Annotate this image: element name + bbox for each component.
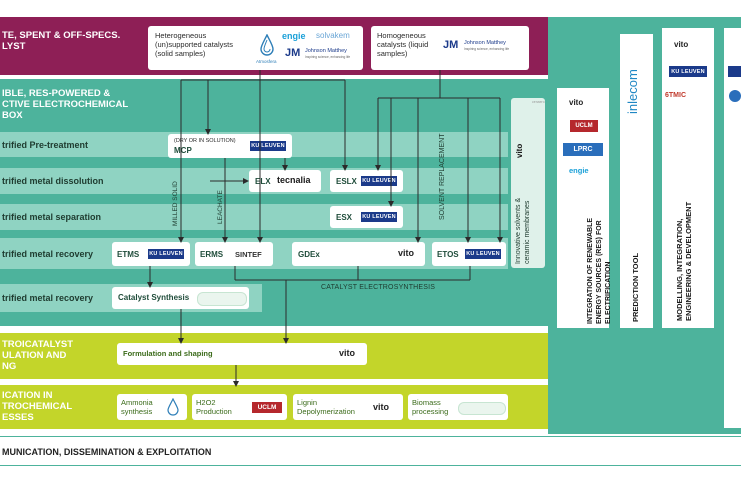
uclm-logo-col1: UCLM — [570, 120, 598, 132]
gdex-box: GDEx vito — [292, 242, 425, 266]
catalyst-electrosynthesis-label: CATALYST ELECTROSYNTHESIS — [321, 284, 436, 291]
vito-logo-gdex: vito — [398, 248, 415, 258]
6tmic-logo: 6TMIC — [665, 92, 686, 99]
h2o2-label: H2O2 Production — [196, 398, 232, 416]
homogeneous-label: Homogeneous catalysts (liquid samples) — [377, 31, 429, 58]
vito-logo-col1: vito — [569, 98, 584, 107]
atmosfera-text: Atmosfera — [256, 59, 277, 64]
lignin-box: Lignin Depolymerization vito — [293, 394, 403, 420]
ku-leuven-logo-mcp: KU LEUVEN — [250, 141, 286, 151]
uclm-logo-application: UCLM — [252, 402, 282, 413]
eslx-box: ESLX KU LEUVEN — [330, 170, 403, 192]
formulation-section-title: TROICATALYST ULATION AND NG — [2, 339, 74, 372]
lignin-label: Lignin Depolymerization — [297, 398, 355, 416]
vito-logo-formulation: vito — [339, 348, 356, 358]
ku-leuven-logo-col3: KU LEUVEN — [669, 66, 707, 77]
jm-logo-2: JM — [443, 39, 459, 51]
mcp-box: (DRY OR IN SOLUTION) MCP KU LEUVEN — [168, 134, 292, 158]
leachate-label: LEACHATE — [217, 190, 224, 224]
ku-leuven-logo-esx: KU LEUVEN — [361, 212, 397, 222]
toolbox-section-title: IBLE, RES-POWERED & CTIVE ELECTROCHEMICA… — [2, 88, 129, 121]
ku-leuven-logo-eslx: KU LEUVEN — [361, 176, 397, 186]
solvent-replacement-label: SOLVENT REPLACEMENT — [439, 133, 446, 221]
elx-label: ELX — [255, 177, 271, 186]
tecnalia-logo: tecnalia — [277, 175, 311, 185]
cenaero-logo: cenaero — [532, 100, 545, 104]
erms-box: ERMS SINTEF — [195, 242, 273, 266]
modelling-column: MODELLING, INTEGRATION, ENGINEERING & DE… — [662, 28, 714, 328]
sintef-logo: SINTEF — [235, 250, 262, 259]
esx-label: ESX — [336, 213, 353, 222]
h2o2-box: H2O2 Production UCLM — [192, 394, 287, 420]
ammonia-box: Ammonia synthesis — [117, 394, 187, 420]
biomass-label: Biomass processing — [412, 398, 449, 416]
atmosfera-logo — [260, 34, 274, 56]
jm-tagline-2: Inspiring science, enhancing life — [464, 47, 510, 51]
row-label-pretreatment: trified Pre-treatment — [2, 140, 89, 150]
waste-section-title: TE, SPENT & OFF-SPECS. LYST — [2, 30, 121, 52]
jm-logo: JM — [285, 47, 301, 59]
engie-logo: engie — [282, 31, 306, 41]
formulation-box: Formulation and shaping vito — [117, 343, 367, 365]
esx-box: ESX KU LEUVEN — [330, 206, 403, 228]
engie-logo-col1: engie — [569, 166, 589, 175]
row-separation — [0, 204, 508, 230]
integration-column: INTEGRATION OF RENEWABLE ENERGY SOURCES … — [557, 88, 612, 328]
modelling-label: MODELLING, INTEGRATION, ENGINEERING & DE… — [675, 201, 693, 321]
ku-leuven-logo-etms: KU LEUVEN — [148, 249, 184, 259]
row-label-recovery: trified metal recovery — [2, 249, 94, 259]
eslx-label: ESLX — [336, 177, 357, 186]
etos-label: ETOS — [437, 250, 459, 259]
prediction-label: PREDICTION TOOL — [631, 252, 640, 322]
solvakem-logo: solvakem — [316, 31, 350, 40]
communication-band — [0, 436, 741, 466]
mcp-note: (DRY OR IN SOLUTION) — [174, 138, 236, 144]
vito-logo-vertical: vito — [515, 143, 524, 158]
erms-label: ERMS — [200, 250, 224, 259]
jm-name: Johnson Matthey — [305, 48, 347, 54]
application-section-title: ICATION IN TROCHEMICAL ESSES — [2, 390, 73, 423]
row-label-separation: trified metal separation — [2, 212, 102, 222]
etms-box: ETMS KU LEUVEN — [112, 242, 190, 266]
integration-label: INTEGRATION OF RENEWABLE ENERGY SOURCES … — [587, 217, 612, 324]
jm-tagline: Inspiring science, enhancing life — [305, 55, 351, 59]
cemalo-logo-2 — [458, 402, 506, 415]
prediction-column: PREDICTION TOOL inlecom — [620, 34, 653, 328]
biomass-box: Biomass processing — [408, 394, 508, 420]
water-drop-icon — [167, 398, 179, 416]
etos-box: ETOS KU LEUVEN — [432, 242, 506, 266]
inlecom-logo: inlecom — [625, 69, 640, 114]
partial-right-column — [724, 28, 741, 428]
innovative-solvents-box: Innovative solvents & ceramic membranes … — [511, 98, 545, 268]
heterogeneous-catalyst-box: Heterogeneous (un)supported catalysts (s… — [148, 26, 363, 70]
milled-solid-label: MILLED SOLID — [172, 181, 179, 226]
row-label-recovery-2: trified metal recovery — [2, 293, 94, 303]
gdex-label: GDEx — [298, 250, 320, 259]
catalyst-synthesis-box: Catalyst Synthesis — [112, 287, 249, 309]
vito-logo-col3: vito — [674, 40, 689, 49]
jm-name-2: Johnson Matthey — [464, 40, 506, 46]
vito-logo-application: vito — [373, 402, 390, 412]
ku-leuven-logo-col4 — [728, 66, 741, 77]
mcp-label: MCP — [174, 146, 192, 155]
communication-title: MUNICATION, DISSEMINATION & EXPLOITATION — [2, 447, 212, 457]
heterogeneous-label: Heterogeneous (un)supported catalysts (s… — [155, 31, 233, 58]
ku-leuven-logo-etos: KU LEUVEN — [465, 249, 501, 259]
formulation-label: Formulation and shaping — [123, 349, 213, 358]
lprc-logo: LPRC — [563, 143, 603, 156]
catalyst-synthesis-label: Catalyst Synthesis — [118, 293, 190, 302]
elx-box: ELX tecnalia — [249, 170, 321, 192]
partial-logo-col4 — [729, 90, 741, 102]
innovative-solvents-label: Innovative solvents & ceramic membranes — [515, 197, 531, 264]
ammonia-label: Ammonia synthesis — [121, 398, 153, 416]
homogeneous-catalyst-box: Homogeneous catalysts (liquid samples) J… — [371, 26, 529, 70]
row-label-dissolution: trified metal dissolution — [2, 176, 104, 186]
cemalo-logo — [197, 292, 247, 306]
etms-label: ETMS — [117, 250, 140, 259]
